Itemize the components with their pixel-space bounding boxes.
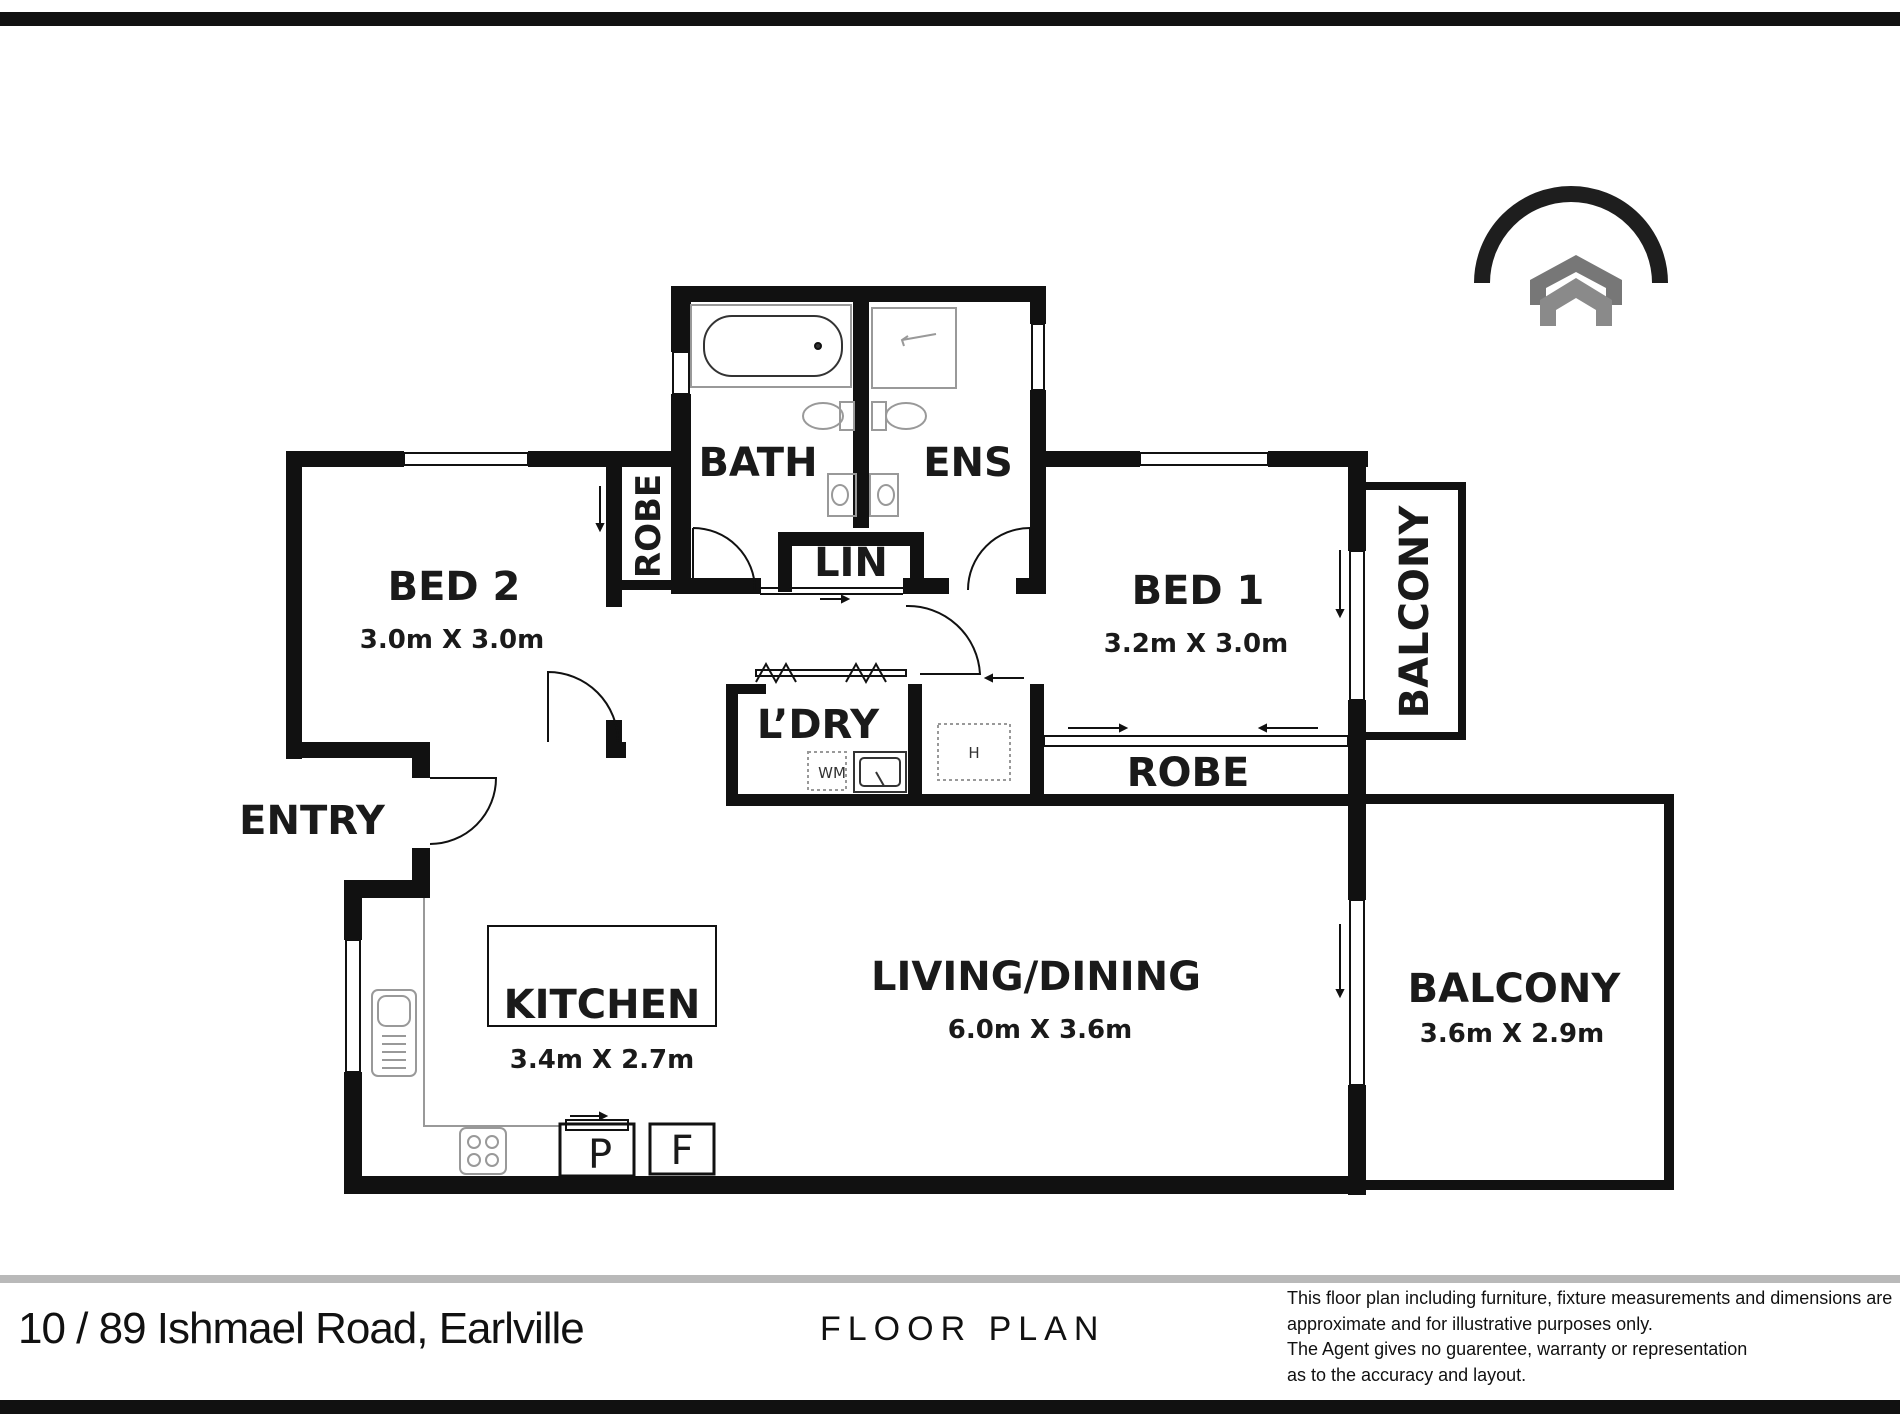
wall (778, 532, 924, 546)
property-address: 10 / 89 Ishmael Road, Earlville (18, 1304, 585, 1353)
wall (1366, 794, 1674, 804)
shower-icon (871, 307, 957, 389)
room-label-bath: BATH (698, 440, 817, 486)
robe-slider-tracks (755, 669, 1349, 747)
wall (726, 684, 738, 804)
kitchen-sink-icon (371, 989, 417, 1077)
washing-machine-icon (807, 751, 847, 791)
bifold-door-icon (755, 661, 887, 685)
wall (606, 720, 622, 758)
room-label-balcony-large: BALCONY (1408, 966, 1622, 1012)
bench-outline (423, 898, 560, 1127)
pantry-icon (558, 1119, 636, 1178)
room-label-robe-large: ROBE (1127, 750, 1250, 796)
windows (345, 323, 1365, 1086)
wall (778, 532, 792, 592)
wall (412, 848, 430, 898)
kitchen-island-icon (487, 925, 717, 1027)
wall (903, 578, 949, 594)
wall (853, 302, 869, 528)
hot-water-label: H (968, 744, 979, 762)
wall (1030, 390, 1046, 594)
room-size-bed2: 3.0m X 3.0m (360, 625, 544, 655)
room-size-balcony-large: 3.6m X 2.9m (1420, 1019, 1604, 1049)
wall (286, 451, 404, 467)
vanity-icon (827, 473, 899, 517)
toilet-icon (802, 401, 927, 431)
cooktop-icon (459, 1127, 507, 1175)
room-size-living: 6.0m X 3.6m (948, 1015, 1132, 1045)
wall (1030, 451, 1140, 467)
wall (691, 578, 761, 594)
wall (671, 286, 1046, 302)
wall (286, 742, 430, 758)
wall (344, 1176, 1366, 1194)
wall (286, 451, 302, 759)
room-size-bed1: 3.2m X 3.0m (1104, 629, 1288, 659)
room-label-kitchen: KITCHEN (504, 982, 701, 1028)
wall (1366, 1180, 1674, 1190)
footer-divider (0, 1275, 1900, 1283)
wall (1366, 482, 1466, 490)
room-label-living: LIVING/DINING (871, 954, 1201, 1000)
room-label-balcony-small: BALCONY (1392, 505, 1438, 719)
wall (606, 580, 692, 590)
room-label-ens: ENS (923, 440, 1013, 486)
wall (1030, 286, 1046, 324)
wall (412, 758, 430, 778)
wall (344, 1072, 362, 1194)
wall (671, 286, 691, 352)
wall (726, 794, 1366, 806)
wall (1348, 1085, 1366, 1195)
wall (1366, 732, 1466, 740)
fridge-label: F (670, 1128, 693, 1174)
disclaimer-line: This floor plan including furniture, fix… (1287, 1288, 1893, 1308)
fridge-icon (648, 1122, 716, 1176)
washing-machine-label: WM (818, 764, 846, 782)
disclaimer-line: The Agent gives no guarentee, warranty o… (1287, 1339, 1748, 1359)
wall (671, 454, 691, 594)
wall (1348, 780, 1366, 900)
disclaimer: This floor plan including furniture, fix… (1287, 1286, 1899, 1388)
top-border-rule (0, 12, 1900, 26)
doors (429, 527, 1031, 845)
room-label-laundry: L’DRY (757, 702, 880, 748)
room-label-entry: ENTRY (239, 798, 386, 844)
floor-plan-label: FLOOR PLAN (820, 1310, 1106, 1348)
bottom-border-rule (0, 1400, 1900, 1414)
disclaimer-line: approximate and for illustrative purpose… (1287, 1313, 1653, 1334)
room-label-bed2: BED 2 (388, 564, 521, 610)
champions-logo-icon (1474, 186, 1668, 326)
sliding-door-arrows (570, 486, 1345, 1121)
pantry-label: P (588, 1132, 612, 1178)
room-label-bed1: BED 1 (1132, 568, 1265, 614)
wall (910, 532, 924, 592)
walls (286, 286, 1674, 1195)
hot-water-icon (937, 723, 1011, 781)
wall (1664, 794, 1674, 1188)
wall (344, 880, 430, 898)
wall (528, 451, 690, 467)
wall (908, 684, 922, 804)
wall (671, 394, 691, 454)
wall (606, 467, 622, 607)
room-label-lin: LIN (814, 540, 888, 586)
bathtub-icon (690, 304, 852, 388)
wall (1348, 700, 1366, 780)
wall (726, 684, 766, 694)
wall (1268, 451, 1368, 467)
wall (1348, 451, 1366, 551)
room-label-robe-small: ROBE (629, 474, 669, 578)
wall (1458, 482, 1466, 740)
laundry-tub-icon (853, 751, 907, 793)
room-size-kitchen: 3.4m X 2.7m (510, 1045, 694, 1075)
disclaimer-line: as to the accuracy and layout. (1287, 1364, 1527, 1385)
wall (1030, 684, 1040, 744)
